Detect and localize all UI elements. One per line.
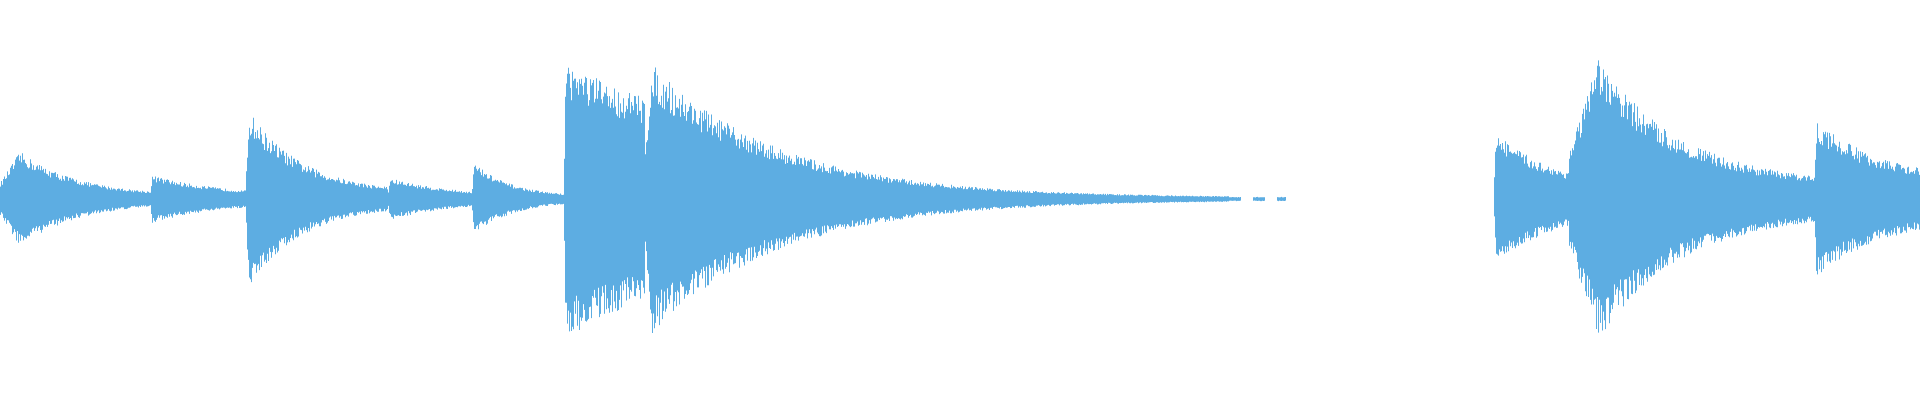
- waveform-segment: [472, 165, 564, 230]
- waveform-path: [1569, 60, 1814, 333]
- waveform-segment: [645, 67, 1229, 333]
- waveform-path: [472, 165, 564, 230]
- waveform-path: [564, 67, 645, 332]
- waveform-segment: [564, 67, 645, 332]
- waveform-segment: [246, 117, 388, 283]
- waveform-path: [645, 67, 1229, 333]
- waveform-path: [0, 153, 150, 243]
- waveform-segment: [1814, 123, 1920, 275]
- waveform-segment: [150, 176, 246, 223]
- waveform-path: [246, 117, 388, 283]
- waveform-path: [150, 176, 246, 223]
- waveform-segment: [1569, 60, 1814, 333]
- waveform-path: [388, 179, 472, 219]
- waveform-segment: [1229, 196, 1286, 202]
- waveform-segment: [1494, 138, 1569, 256]
- waveform-path: [1814, 123, 1920, 275]
- waveform-path: [1494, 138, 1569, 256]
- waveform-path: [1229, 196, 1286, 202]
- waveform-segment: [388, 179, 472, 219]
- waveform-segment: [0, 153, 150, 243]
